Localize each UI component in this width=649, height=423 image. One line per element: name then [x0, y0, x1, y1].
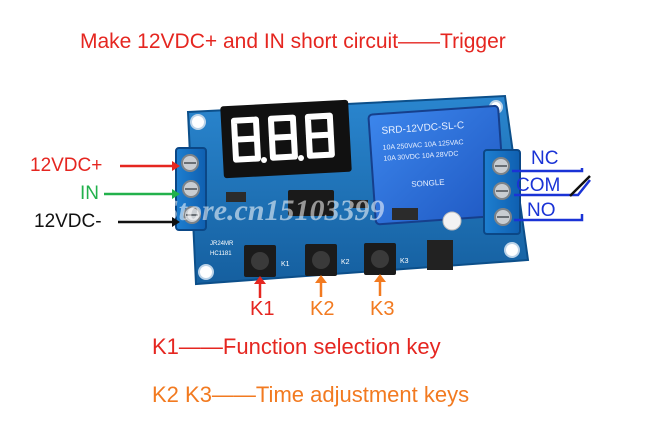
wire-nc [512, 168, 584, 173]
relay-brand-text: SONGLE [411, 178, 445, 189]
resistor [350, 200, 368, 208]
title-label: Make 12VDC+ and IN short circuit——Trigge… [80, 30, 506, 53]
wire-com [514, 179, 591, 197]
label-no: NO [527, 200, 556, 221]
mount-hole [198, 264, 214, 280]
label-in: IN [80, 183, 99, 204]
description-k2-k3: K2 K3——Time adjustment keys [152, 382, 470, 407]
output-terminal-block [483, 149, 521, 235]
ic-chip [288, 190, 334, 216]
input-terminal-block [175, 147, 207, 231]
description-k1: K1——Function selection key [152, 334, 441, 359]
mount-hole [190, 114, 206, 130]
label-12vdc-minus: 12VDC- [34, 211, 102, 232]
label-com: COM [516, 175, 561, 196]
label-12vdc-plus: 12VDC+ [30, 155, 103, 176]
silk-key-label: K1 [281, 261, 290, 268]
silk-code: JR24MR [210, 241, 234, 247]
label-k3: K3 [370, 298, 395, 320]
push-button-k2 [305, 244, 337, 276]
label-k1: K1 [250, 298, 275, 320]
transistor [427, 240, 453, 270]
smd-part [226, 192, 246, 202]
silk-code: HC1181 [210, 251, 232, 257]
led [442, 211, 462, 231]
mount-hole [504, 242, 520, 258]
smd-part [392, 208, 418, 220]
silk-key-label: K2 [341, 259, 350, 266]
silk-key-label: K3 [400, 258, 409, 265]
push-button-k1 [244, 245, 276, 277]
watermark-text: Store.cn15103399 [162, 194, 385, 227]
wire-no [514, 214, 584, 222]
label-k2: K2 [310, 298, 335, 320]
label-nc: NC [531, 148, 559, 169]
seven-segment-display [220, 99, 352, 179]
push-button-k3 [364, 243, 396, 275]
